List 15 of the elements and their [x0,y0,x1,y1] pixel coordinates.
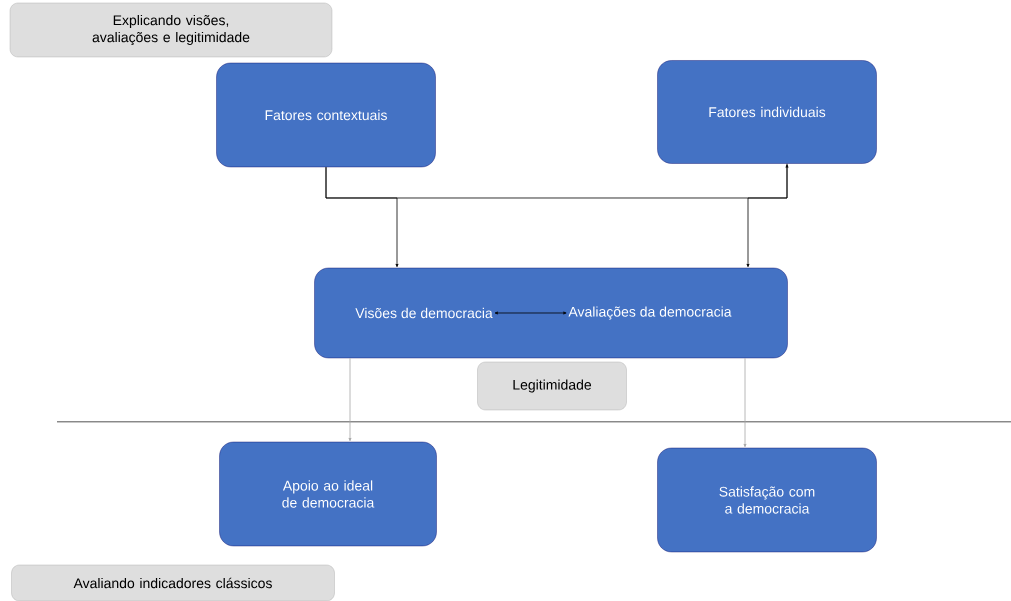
text-label: Visões de democracia [355,307,493,319]
process-box [314,267,788,359]
label-box: Explicando visões, avaliações e legitimidade [9,2,333,58]
arrow [348,357,352,442]
process-box: Apoio ao ideal de democracia [219,441,437,547]
text-label: Avaliações da democracia [568,306,732,320]
arrow [494,311,567,315]
arrow [746,163,788,268]
process-box: Satisfação com a democracia [657,447,877,553]
label-box: Avaliando indicadores clássicos [11,564,335,601]
arrow [743,357,747,448]
process-box: Fatores contextuais [216,62,436,168]
process-box: Fatores individuais [657,60,877,164]
label-box: Legitimidade [477,361,627,411]
arrow [325,166,399,268]
